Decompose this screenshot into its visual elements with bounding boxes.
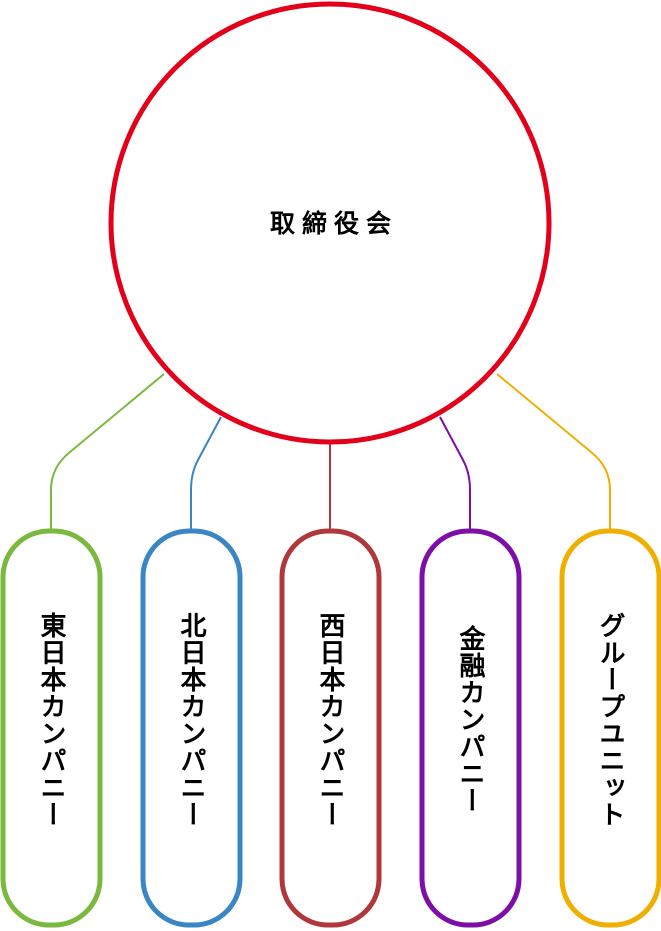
- unit-finance: 金融カンパニー: [419, 528, 522, 928]
- unit-pill: [140, 528, 243, 928]
- unit-label: 西日本カンパニー: [315, 612, 345, 828]
- unit-label: 金融カンパニー: [455, 624, 486, 814]
- unit-pill: [0, 528, 103, 928]
- unit-pill: [559, 528, 661, 928]
- unit-pill: [279, 528, 382, 928]
- connector-line: [496, 373, 611, 530]
- connector-line: [190, 416, 222, 530]
- board-label: 取締役会: [270, 209, 398, 238]
- board-circle: [108, 1, 552, 445]
- connector-line: [439, 416, 471, 530]
- connector-line: [50, 373, 165, 530]
- unit-label: 東日本カンパニー: [36, 612, 66, 828]
- unit-north: 北日本カンパニー: [140, 528, 243, 928]
- unit-east: 東日本カンパニー: [0, 528, 103, 928]
- unit-west: 西日本カンパニー: [279, 528, 382, 928]
- unit-pill: [419, 528, 522, 928]
- unit-label: グループユニット: [595, 612, 625, 828]
- unit-label: 北日本カンパニー: [176, 612, 206, 828]
- unit-group: グループユニット: [559, 528, 661, 928]
